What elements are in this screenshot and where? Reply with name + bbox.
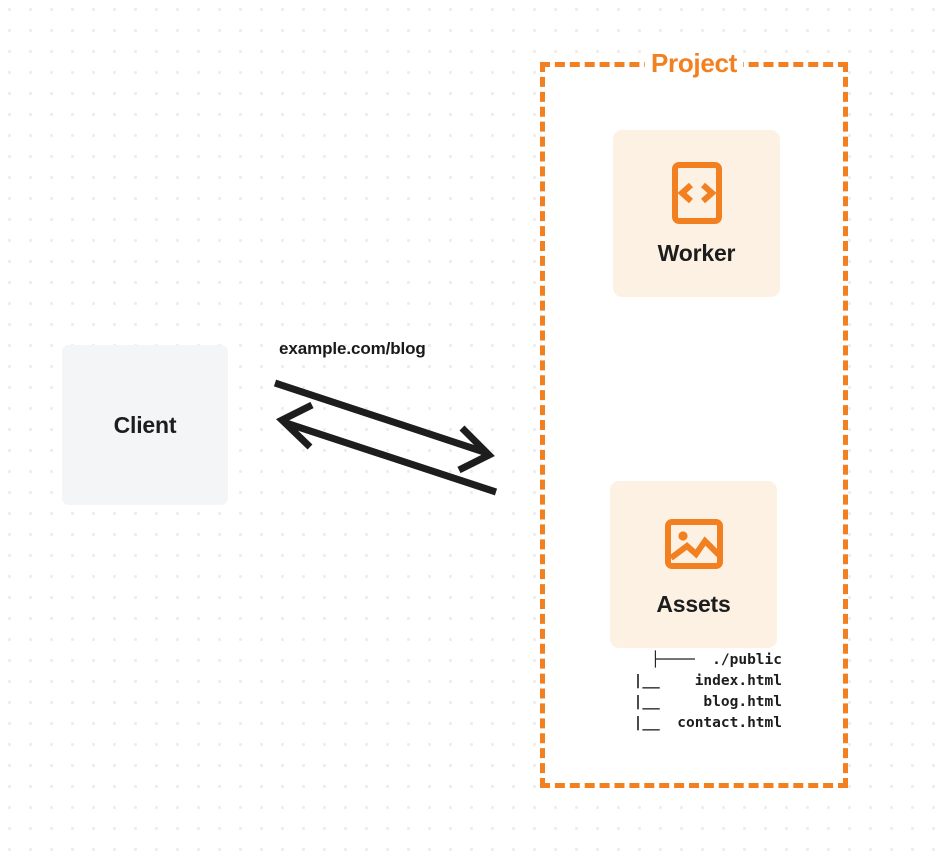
client-label: Client <box>113 411 177 438</box>
response-arrow <box>276 401 498 496</box>
worker-label: Worker <box>657 240 736 266</box>
asset-file-tree: ├──── ./public |__ index.html |__ blog.h… <box>560 650 782 734</box>
project-title-text: Project <box>644 48 744 78</box>
file-tree-content: ├──── ./public |__ index.html |__ blog.h… <box>633 652 782 731</box>
request-arrow <box>273 379 495 474</box>
image-picture-icon <box>664 519 723 569</box>
connection-url-label: example.com/blog <box>279 339 426 358</box>
assets-label: Assets <box>656 591 731 617</box>
project-title: Project <box>540 48 848 79</box>
assets-card[interactable]: Assets <box>610 481 777 648</box>
client-node[interactable]: Client <box>62 345 228 505</box>
code-brackets-icon <box>671 162 722 224</box>
worker-card[interactable]: Worker <box>613 130 780 297</box>
